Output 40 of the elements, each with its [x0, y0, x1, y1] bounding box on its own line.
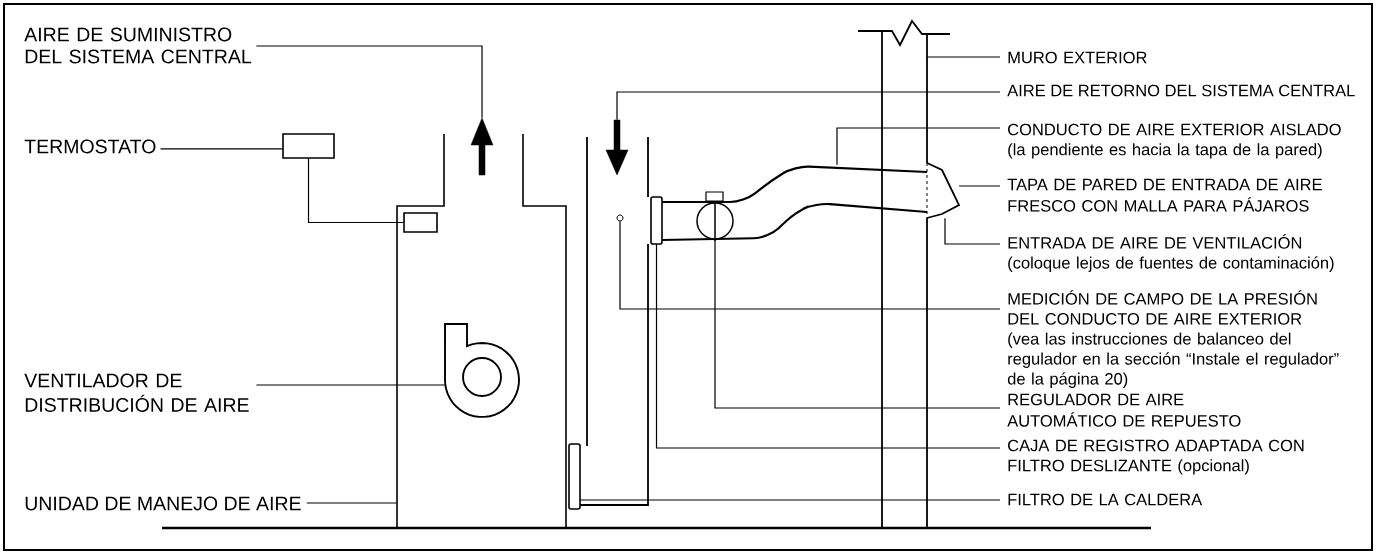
callout-label: AIRE DE RETORNO DEL SISTEMA CENTRAL [1007, 84, 1355, 97]
leader-line [714, 238, 1001, 409]
callout-label: CAJA DE REGISTRO ADAPTADA CON FILTRO DESLIZANTE (opcional) [1008, 439, 1304, 475]
sensor-box [403, 212, 438, 233]
leader-line [579, 499, 1001, 501]
leader-line [306, 502, 398, 504]
pressure-port [616, 214, 624, 222]
leader-line [958, 185, 1001, 187]
blower-fan [444, 323, 520, 418]
callout-label: VENTILADOR DE DISTRIBUCIÓN DE AIRE [24, 373, 249, 412]
furnace-filter [568, 443, 581, 510]
callout-label: MURO EXTERIOR [1008, 51, 1147, 64]
leader-line [616, 91, 1001, 121]
callout-label: REGULADOR DE AIRE AUTOMÁTICO DE REPUESTO [1007, 393, 1241, 427]
callout-label: CONDUCTO DE AIRE EXTERIOR AISLADO (la pendiente es hacia la tapa de la pared) [1008, 123, 1341, 159]
leader-line [836, 127, 1001, 166]
leader-line [655, 243, 1001, 449]
callout-label: MEDICIÓN DE CAMPO DE LA PRESIÓN DEL CONDUCTO DE AIRE EXTERIOR (vea las instrucciones de balanceo del regulador en la sección “Instale el regulador” de la página 20) [1007, 290, 1339, 388]
leader-line [255, 45, 483, 119]
wall-cap [926, 162, 961, 219]
thermostat-wire [307, 157, 405, 224]
leader-line [926, 56, 1001, 58]
callout-label: FILTRO DE LA CALDERA [1008, 493, 1203, 506]
callout-label: UNIDAD DE MANEJO DE AIRE [25, 496, 301, 511]
leader-line [255, 384, 446, 386]
return-arrow [605, 119, 629, 176]
air-handler-cabinet [396, 133, 567, 529]
callout-label: TAPA DE PARED DE ENTRADA DE AIRE FRESCO CON MALLA PARA PÁJAROS [1007, 178, 1322, 212]
exterior-wall [857, 19, 951, 529]
leader-line [944, 217, 1001, 245]
supply-arrow [470, 117, 494, 176]
leader-line [619, 220, 1001, 310]
outdoor-air-duct [662, 165, 928, 242]
callout-label: AIRE DE SUMINISTRO DEL SISTEMA CENTRAL [24, 27, 252, 64]
damper [696, 191, 734, 242]
callout-label: ENTRADA DE AIRE DE VENTILACIÓN (coloque lejos de fuentes de contaminación) [1008, 234, 1334, 272]
thermostat-box [282, 133, 335, 159]
leader-line [160, 148, 284, 150]
filter-box [650, 196, 663, 245]
callout-label: TERMOSTATO [24, 139, 156, 154]
